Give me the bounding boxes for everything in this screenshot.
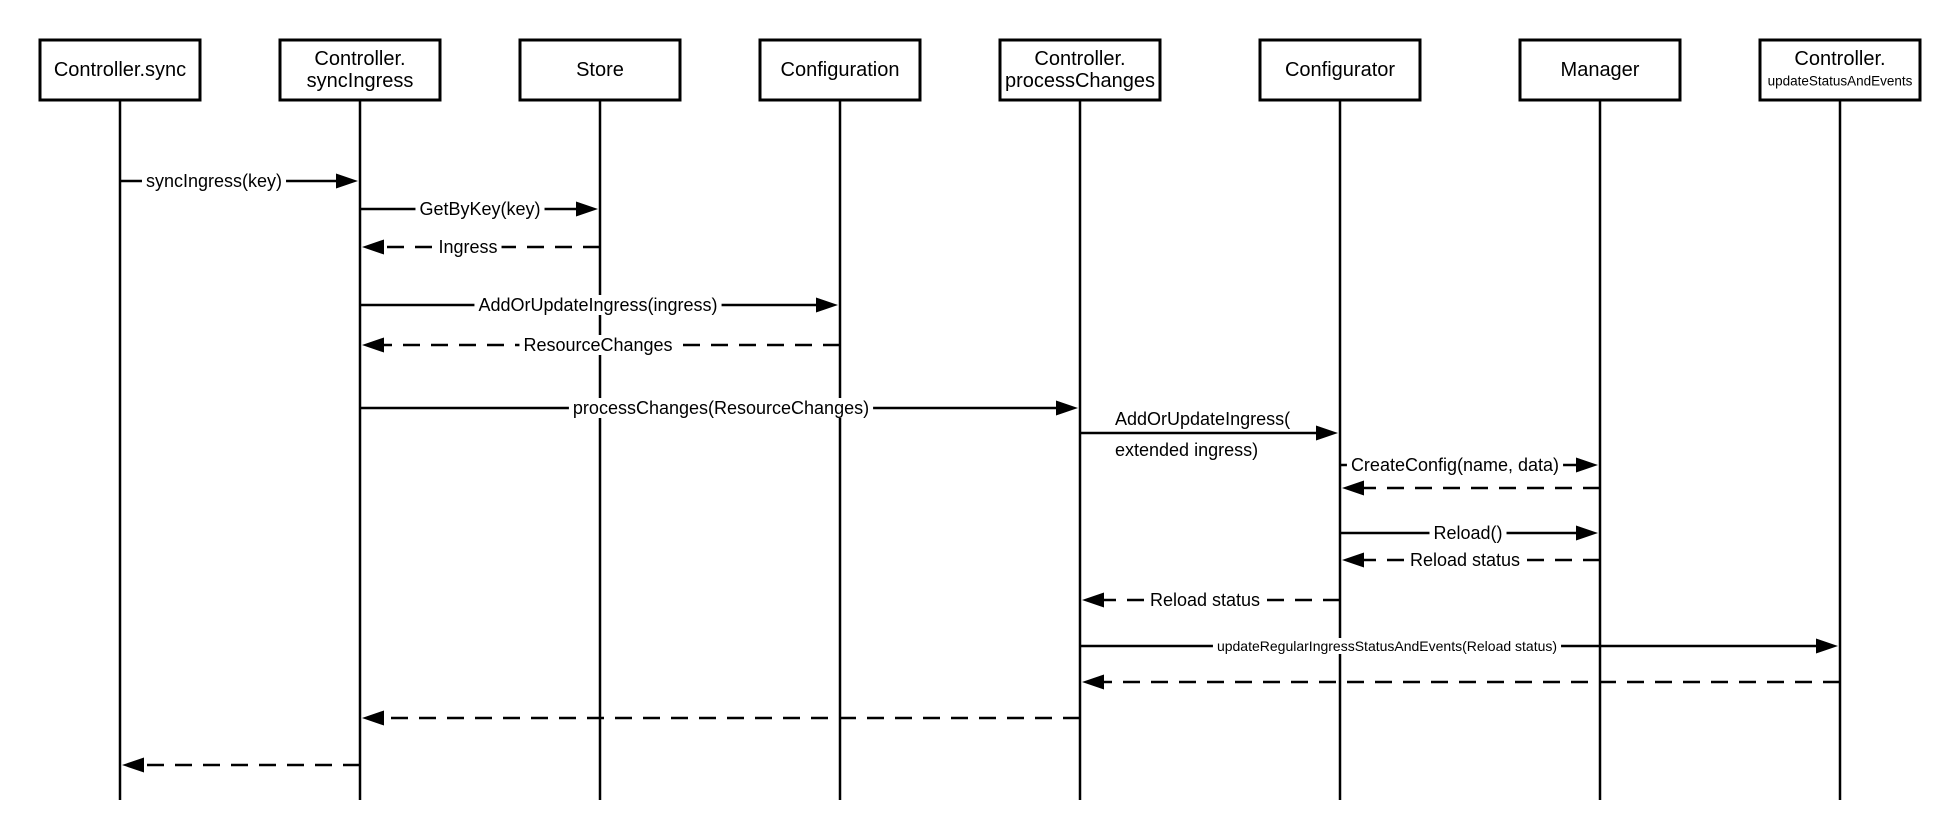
arrowhead-icon [1316, 425, 1338, 441]
participant-box [1258, 38, 1422, 102]
participant-controller-syncingress: Controller.syncIngress [278, 38, 442, 800]
arrowhead-icon [576, 201, 598, 217]
message-label: Reload status [1410, 550, 1520, 570]
message-label-bg [1429, 523, 1507, 543]
arrowhead-icon [816, 297, 838, 313]
participant-configurator: Configurator [1258, 38, 1422, 800]
message-label-line2: extended ingress) [1115, 440, 1258, 460]
participant-box [1758, 38, 1922, 102]
participant-box [38, 38, 202, 102]
arrowhead-icon [362, 337, 384, 353]
arrowhead-icon [122, 757, 144, 773]
arrowhead-icon [1576, 457, 1598, 473]
participant-label: syncIngress [307, 70, 414, 92]
message-label: ResourceChanges [523, 335, 672, 355]
message-label: Reload status [1150, 590, 1260, 610]
message-label: updateRegularIngressStatusAndEvents(Relo… [1217, 638, 1557, 654]
participant-box [278, 38, 442, 102]
participant-store: Store [518, 38, 682, 800]
message-label: AddOrUpdateIngress(ingress) [478, 295, 717, 315]
message-label-line1: AddOrUpdateIngress( [1115, 409, 1290, 429]
message-label-bg [415, 199, 545, 219]
participant-box [998, 38, 1162, 102]
participant-label: Manager [1561, 59, 1640, 81]
participant-manager: Manager [1518, 38, 1682, 800]
participant-label: Configurator [1285, 59, 1395, 81]
participant-configuration: Configuration [758, 38, 922, 800]
participant-label: processChanges [1005, 70, 1155, 92]
arrowhead-icon [1056, 400, 1078, 416]
participant-box [518, 38, 682, 102]
arrowhead-icon [1082, 592, 1104, 608]
message-label: processChanges(ResourceChanges) [573, 398, 869, 418]
messages [120, 173, 1840, 773]
message-label: GetByKey(key) [419, 199, 540, 219]
participant-label: Controller. [1794, 48, 1885, 70]
arrowhead-icon [1342, 480, 1364, 496]
message-label-bg [568, 398, 874, 418]
message-label-bg [474, 295, 722, 315]
message-label: syncIngress(key) [146, 171, 282, 191]
message-label: Reload() [1433, 523, 1502, 543]
return-message-15 [362, 710, 1080, 726]
participant-label: Controller. [1034, 48, 1125, 70]
participant-label: Store [576, 59, 624, 81]
participant-controller-updatestatusandevents: Controller. updateStatusAndEvents [1758, 38, 1922, 800]
return-message-9 [1342, 480, 1600, 496]
participant-controller-processchanges: Controller.processChanges [998, 38, 1162, 800]
participant-box [1518, 38, 1682, 102]
participant-box [758, 38, 922, 102]
arrowhead-icon [1816, 638, 1838, 654]
message-label: Ingress [438, 237, 497, 257]
arrowhead-icon [1342, 552, 1364, 568]
participant-controller-sync: Controller.sync [38, 38, 202, 800]
arrowhead-icon [336, 173, 358, 189]
message-label-bg [1405, 550, 1525, 570]
participant-label: Controller. [314, 48, 405, 70]
message-label-bg [1212, 638, 1562, 654]
arrowhead-icon [1082, 674, 1104, 690]
message-label-bg [1145, 590, 1265, 610]
message-label-bg [434, 237, 502, 257]
arrowhead-icon [362, 710, 384, 726]
message-7 [1080, 425, 1338, 441]
message-label-bg [141, 171, 287, 191]
participant-label: updateStatusAndEvents [1768, 74, 1913, 89]
arrowhead-icon [362, 239, 384, 255]
return-message-3 [362, 239, 600, 255]
message-label: CreateConfig(name, data) [1351, 455, 1559, 475]
message-label-bg [519, 335, 677, 355]
message-label-bg [1346, 455, 1564, 475]
arrowhead-icon [1576, 525, 1598, 541]
message-labels: syncIngress(key) GetByKey(key) IngressAddO… [141, 171, 1564, 654]
return-message-16 [122, 757, 360, 773]
participant-label: Controller.sync [54, 59, 186, 81]
return-message-14 [1082, 674, 1840, 690]
participant-label: Configuration [781, 59, 900, 81]
